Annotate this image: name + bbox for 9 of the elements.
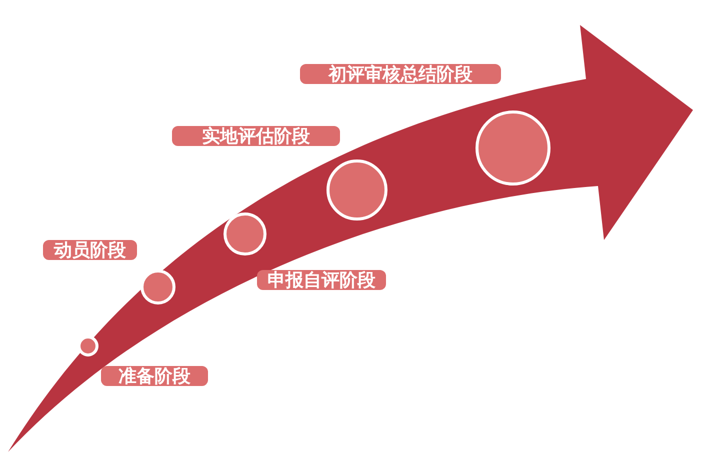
- milestone-circle: [77, 335, 99, 357]
- stage-label: 动员阶段: [43, 240, 137, 260]
- milestone-circle: [140, 269, 176, 305]
- stage-label: 初评审核总结阶段: [300, 64, 501, 84]
- stage-label: 准备阶段: [101, 366, 208, 386]
- milestone-circle: [475, 110, 551, 186]
- milestone-circle: [326, 159, 388, 221]
- stage-label: 实地评估阶段: [172, 126, 340, 146]
- stage-label: 申报自评阶段: [257, 270, 386, 290]
